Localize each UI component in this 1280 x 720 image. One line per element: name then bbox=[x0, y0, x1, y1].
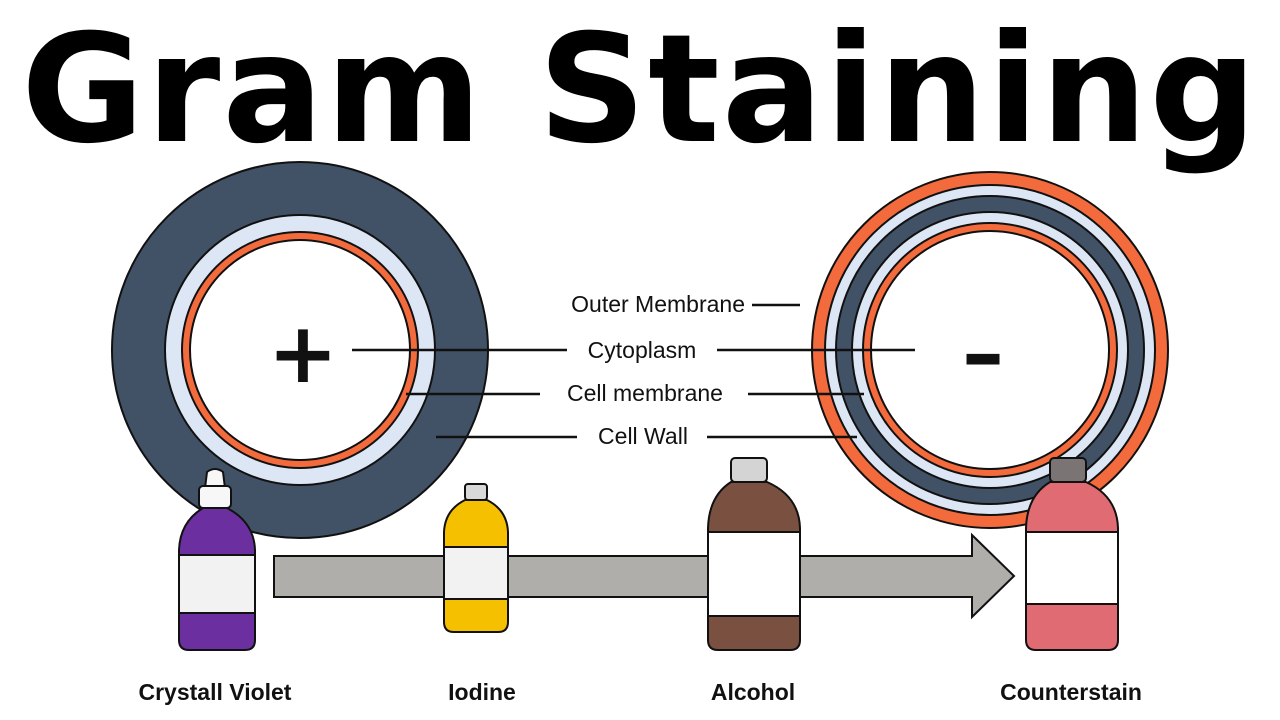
iodine-bottle bbox=[443, 483, 509, 633]
bottle-label bbox=[443, 546, 509, 600]
counterstain-bottle bbox=[1025, 457, 1119, 651]
gram-positive-cell: + bbox=[111, 161, 489, 539]
label-cell-membrane: Cell membrane bbox=[567, 380, 723, 406]
leader-lines bbox=[352, 303, 915, 439]
positive-sign: + bbox=[268, 304, 338, 402]
alcohol-bottle bbox=[707, 457, 801, 651]
bottle-label bbox=[707, 531, 801, 617]
reagent-label-counterstain: Counterstain bbox=[1000, 679, 1142, 705]
label-cell-wall: Cell Wall bbox=[598, 423, 688, 449]
reagent-label-crystal-violet: Crystall Violet bbox=[139, 679, 292, 705]
label-outer-membrane: Outer Membrane bbox=[571, 291, 745, 317]
reagent-label-iodine: Iodine bbox=[448, 679, 516, 705]
bottle-cap bbox=[198, 485, 232, 509]
process-arrow bbox=[273, 532, 1016, 620]
bottle-cap bbox=[464, 483, 488, 501]
reagent-label-alcohol: Alcohol bbox=[711, 679, 795, 705]
crystal-violet-bottle bbox=[178, 468, 256, 651]
label-cytoplasm: Cytoplasm bbox=[588, 337, 697, 363]
bottle-cap bbox=[1049, 457, 1087, 483]
negative-sign: – bbox=[962, 304, 1004, 402]
bottle-label bbox=[1025, 531, 1119, 605]
bottle-cap bbox=[730, 457, 768, 483]
bottle-label bbox=[178, 554, 256, 614]
page-title: Gram Staining bbox=[21, 3, 1259, 177]
